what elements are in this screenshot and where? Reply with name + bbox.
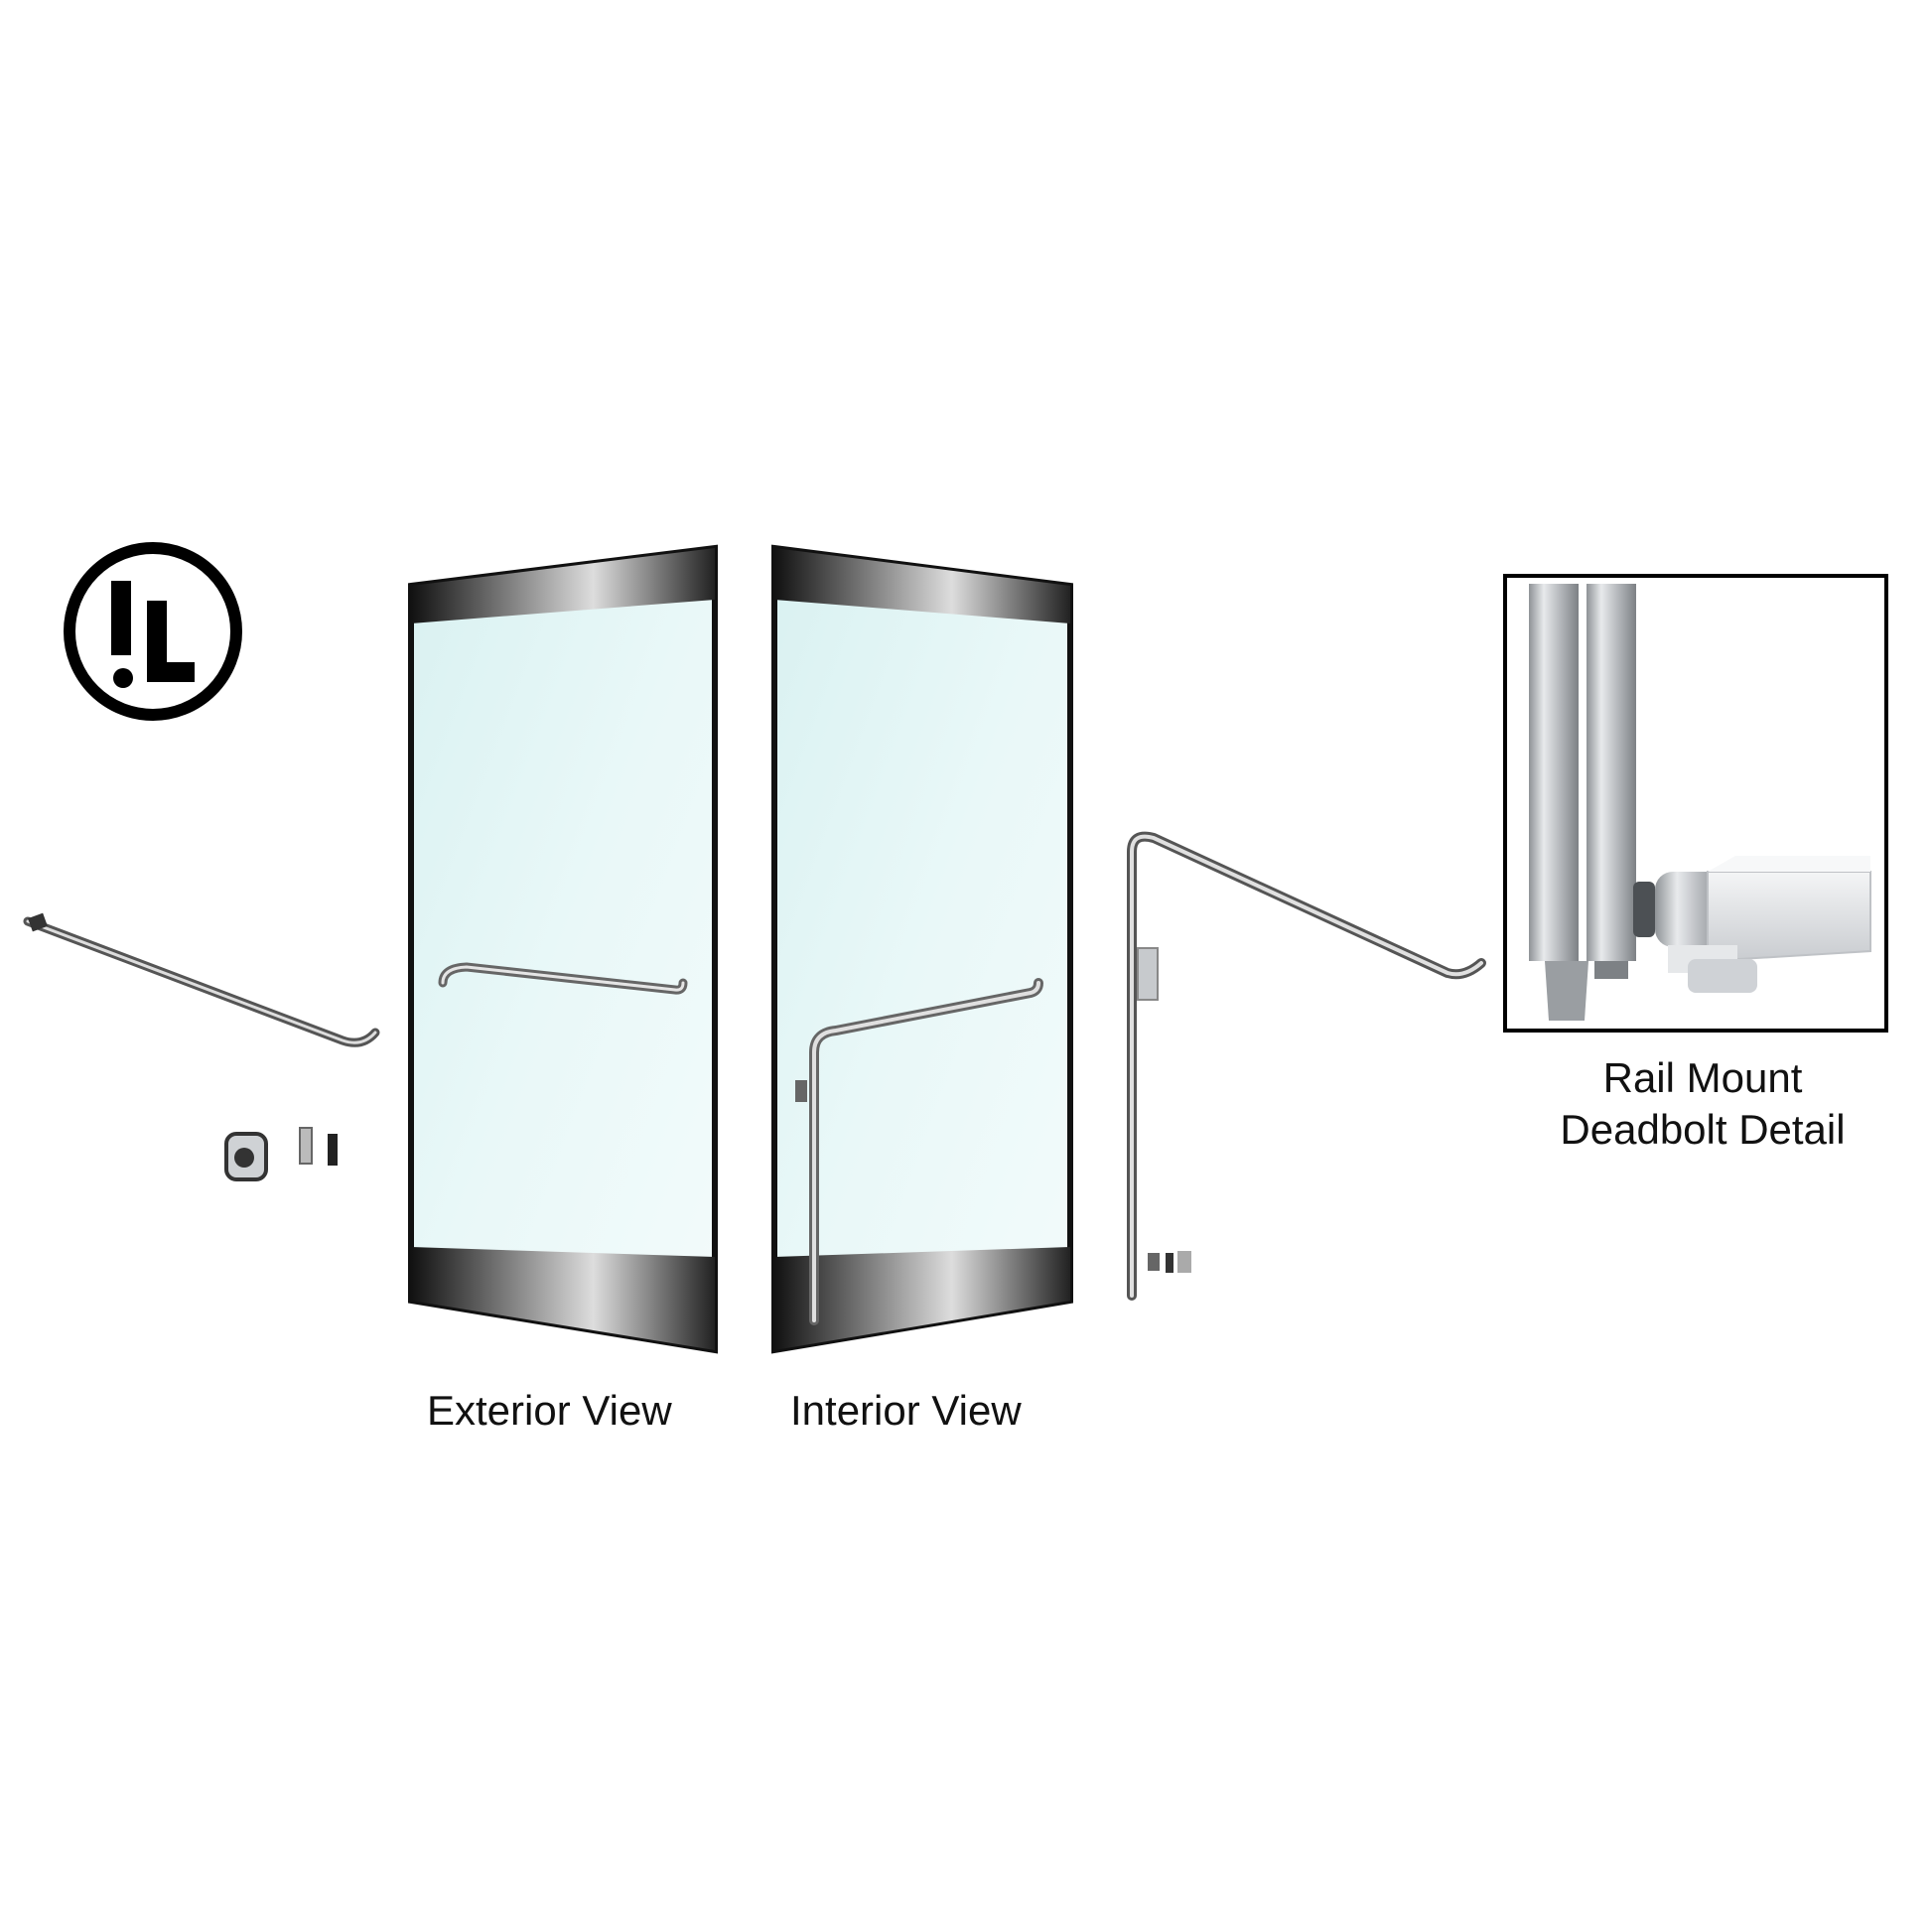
rail-mount-deadbolt-detail-box <box>1503 574 1888 1033</box>
detail-caption-line2: Deadbolt Detail <box>1560 1106 1846 1153</box>
exterior-view-label: Exterior View <box>427 1387 672 1434</box>
pull-bar-part <box>23 912 380 1047</box>
interior-bottom-rail <box>774 1247 1070 1350</box>
interior-top-rail <box>774 548 1070 623</box>
ul-logo-icon <box>64 542 242 721</box>
interior-door <box>771 544 1073 1354</box>
exterior-top-rail <box>411 548 715 623</box>
panic-bar-part <box>1127 831 1486 1301</box>
exterior-door <box>408 544 718 1354</box>
deadbolt-cylinder-part <box>224 1127 338 1181</box>
detail-caption: Rail Mount Deadbolt Detail <box>1504 1052 1901 1156</box>
detail-caption-line1: Rail Mount <box>1602 1054 1803 1101</box>
exterior-bottom-rail <box>411 1247 715 1350</box>
interior-view-label: Interior View <box>790 1387 1022 1434</box>
